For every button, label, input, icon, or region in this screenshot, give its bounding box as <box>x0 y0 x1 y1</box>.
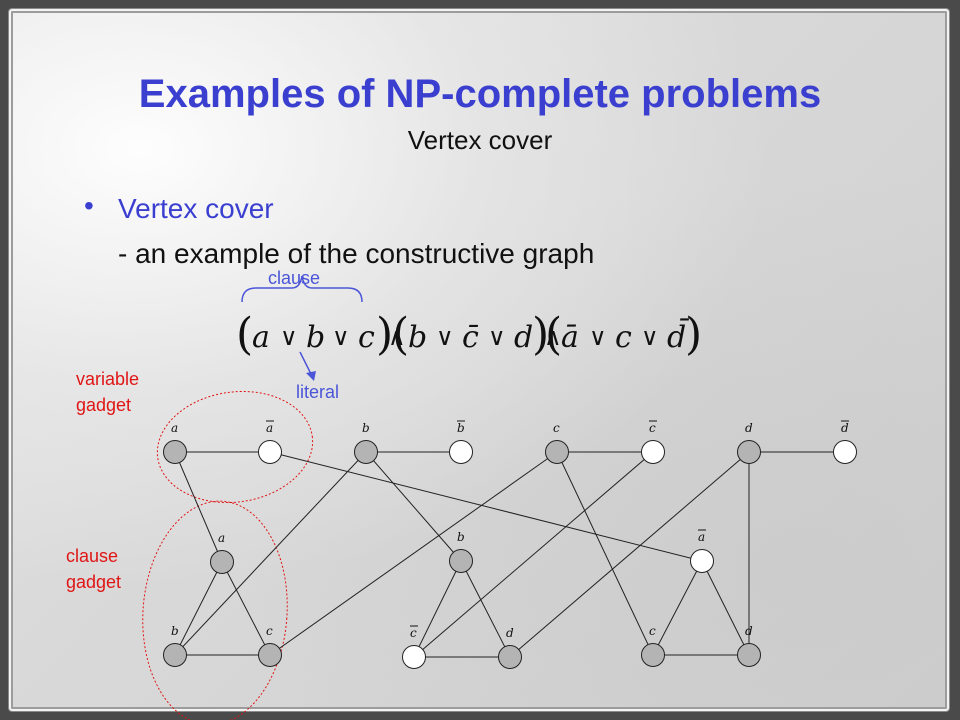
clause-edge <box>701 560 750 656</box>
node-label: a <box>218 531 225 545</box>
formula-literal: d <box>514 320 533 355</box>
connection-edge <box>413 451 654 658</box>
clause-edge <box>174 561 223 656</box>
bullet-dot: • <box>84 190 94 221</box>
slide-title: Examples of NP-complete problems <box>138 72 822 116</box>
formula-paren-open: ( <box>236 309 253 360</box>
formula-literal: d̄ <box>667 317 689 355</box>
formula-literal: a <box>252 320 270 355</box>
formula-literal: ā <box>561 320 579 355</box>
node-label: d <box>841 421 849 435</box>
node-label: d <box>745 421 753 435</box>
literal-annotation: literal <box>296 382 340 402</box>
clause-gadget-highlight <box>142 500 288 720</box>
node-label: b <box>171 624 179 638</box>
variable-node <box>449 440 473 464</box>
formula-paren-close: ) <box>685 309 702 360</box>
variable-gadget-highlight <box>156 390 314 504</box>
literal-arrow-head <box>306 371 316 381</box>
node-label: a <box>698 530 705 544</box>
connection-edge <box>269 451 703 562</box>
variable-node <box>163 440 187 464</box>
clause-node <box>690 549 714 573</box>
variable-node <box>641 440 665 464</box>
clause-edge <box>460 560 511 658</box>
node-label: d <box>506 626 514 640</box>
connection-edge <box>269 451 558 656</box>
connection-edge <box>365 451 462 562</box>
connection-edge <box>174 451 223 563</box>
variable-gadget-annotation-line1: variable <box>76 369 140 389</box>
formula-or: ∨ <box>436 323 454 351</box>
clause-edge <box>413 560 462 658</box>
clause-node <box>258 643 282 667</box>
node-label: c <box>266 624 273 638</box>
literal-arrow-line <box>299 351 313 377</box>
clause-node <box>210 550 234 574</box>
formula-or: ∨ <box>332 323 350 351</box>
formula-or: ∨ <box>488 323 506 351</box>
clause-gadget-annotation-line2: gadget <box>66 572 122 592</box>
node-label: a <box>171 421 178 435</box>
node-label: c <box>410 626 417 640</box>
connection-edge <box>509 451 750 658</box>
formula-or: ∨ <box>280 323 298 351</box>
clause-node <box>737 643 761 667</box>
formula-and: ∧ <box>388 323 406 351</box>
clause-brace <box>241 275 363 303</box>
slide-background <box>8 8 950 712</box>
node-label: b <box>457 421 465 435</box>
node-label: a <box>266 421 273 435</box>
formula-literal: c <box>358 320 375 355</box>
clause-node <box>163 643 187 667</box>
variable-node <box>737 440 761 464</box>
node-label: b <box>362 421 370 435</box>
formula-literal: c̄ <box>462 320 479 355</box>
bullet-subtext: - an example of the constructive graph <box>118 238 595 269</box>
formula-literal: b <box>306 320 325 355</box>
variable-node <box>545 440 569 464</box>
node-label: d <box>745 624 753 638</box>
formula-paren-open: ( <box>545 309 562 360</box>
boolean-formula: (a∨b∨c)∧(b∨c̄∨d)∧(ā∨c∨d̄) <box>236 309 702 360</box>
formula-literal: b <box>408 320 427 355</box>
formula-or: ∨ <box>589 323 607 351</box>
clause-edge <box>652 560 703 656</box>
formula-and: ∧ <box>544 323 562 351</box>
formula-or: ∨ <box>641 323 659 351</box>
clause-node <box>641 643 665 667</box>
node-label: c <box>649 624 656 638</box>
formula-paren-close: ) <box>376 309 393 360</box>
clause-gadget-annotation-line1: clause <box>66 546 119 566</box>
formula-paren-open: ( <box>392 309 409 360</box>
formula-literal: c <box>615 320 632 355</box>
node-label: c <box>553 421 560 435</box>
clause-node <box>449 549 473 573</box>
clause-edge <box>221 561 271 656</box>
connection-edge <box>556 451 654 656</box>
variable-node <box>833 440 857 464</box>
clause-node <box>498 645 522 669</box>
node-label: c <box>649 421 656 435</box>
node-label: b <box>457 530 465 544</box>
variable-node <box>258 440 282 464</box>
clause-gadget-annotation: clause gadget <box>66 543 121 595</box>
variable-gadget-annotation: variable gadget <box>76 366 139 418</box>
variable-gadget-annotation-line2: gadget <box>76 395 132 415</box>
variable-node <box>354 440 378 464</box>
clause-node <box>402 645 426 669</box>
clause-annotation: clause <box>268 268 321 288</box>
formula-paren-close: ) <box>532 309 549 360</box>
connection-edge <box>174 451 367 656</box>
bullet-text: Vertex cover <box>118 193 274 224</box>
slide-subtitle: Vertex cover <box>407 125 553 155</box>
